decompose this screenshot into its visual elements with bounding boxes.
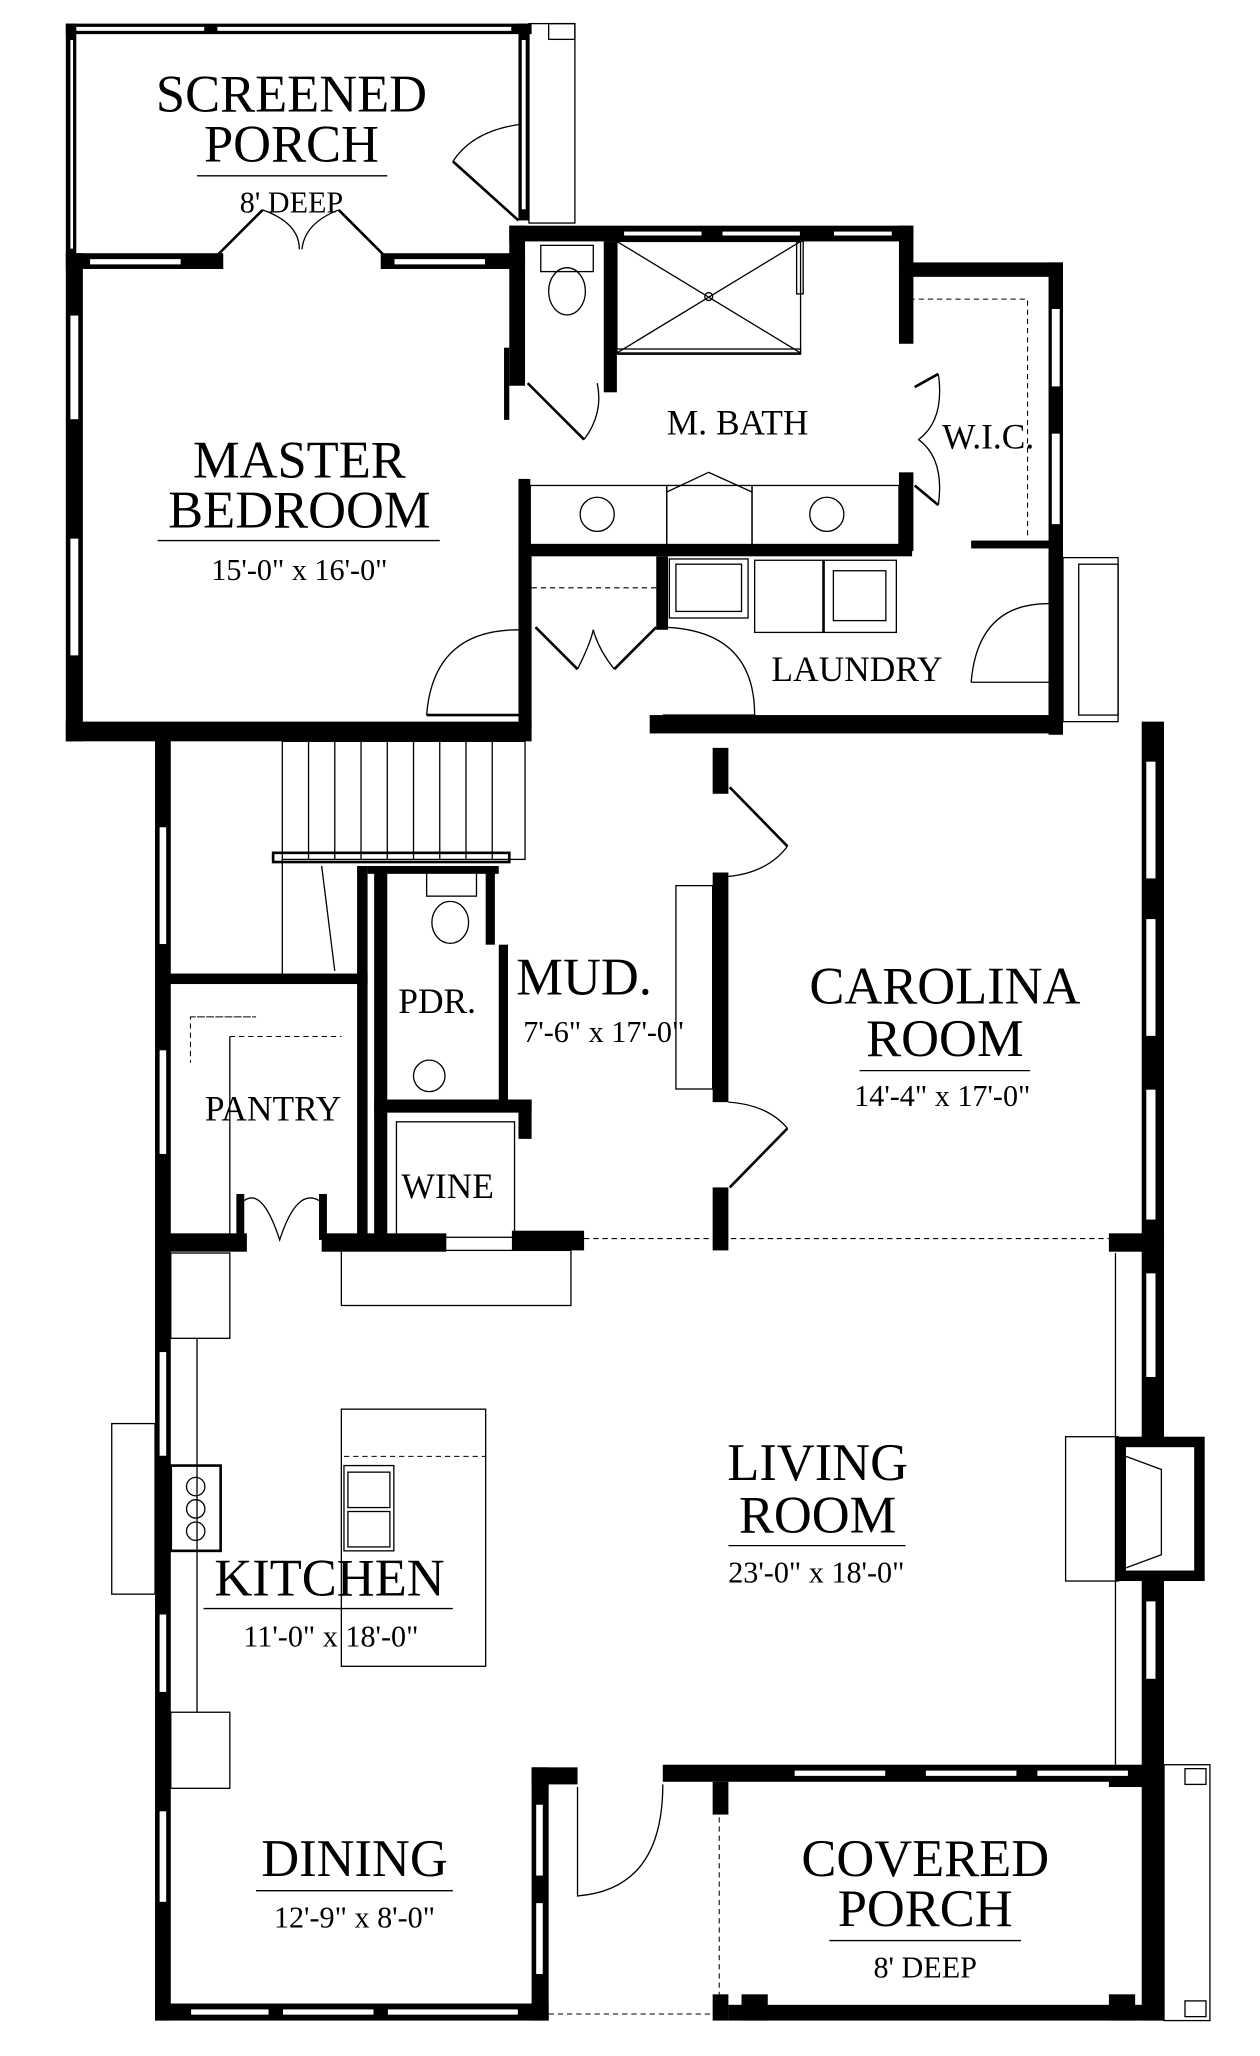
covered-porch-label: COVERED PORCH 8' DEEP [801,1830,1049,1984]
room-name: LIVING [727,1434,908,1492]
room-name: BEDROOM [168,481,430,539]
master-bedroom-label: MASTER BEDROOM 15'-0" x 16'-0" [157,432,440,587]
pantry-label: PANTRY [205,1089,341,1129]
screened-porch-label: SCREENED PORCH 8' DEEP [156,66,427,220]
living-room-label: LIVING ROOM 23'-0" x 18'-0" [727,1434,908,1589]
powder-label: PDR. [398,981,476,1021]
room-size: 23'-0" x 18'-0" [728,1555,904,1589]
kitchen-label: KITCHEN 11'-0" x 18'-0" [203,1549,453,1654]
master-bath-label: M. BATH [667,402,809,442]
screened-porch-walls [65,22,576,256]
bath-laundry-walls [504,225,1119,735]
room-name: MUD. [516,949,652,1007]
room-name: DINING [261,1830,448,1888]
mud-label: MUD. 7'-6" x 17'-0" [516,949,684,1049]
dining-porch-walls [531,1764,1211,2022]
room-name: COVERED [801,1830,1049,1888]
room-name: ROOM [866,1010,1023,1068]
room-size: 8' DEEP [873,1950,976,1984]
room-size: 8' DEEP [240,186,343,220]
room-size: 14'-4" x 17'-0" [854,1079,1030,1113]
room-size: 12'-9" x 8'-0" [274,1900,435,1934]
interior-walls [168,740,1109,1307]
main-house-walls [155,721,1205,2021]
wic-label: W.I.C. [942,417,1034,457]
kitchen-fixtures [111,1252,487,1789]
dining-label: DINING 12'-9" x 8'-0" [256,1830,453,1934]
room-name: PORCH [204,115,379,173]
room-name: PORCH [838,1880,1013,1938]
room-name: CAROLINA [809,958,1080,1016]
room-name: KITCHEN [214,1549,444,1607]
room-name: SCREENED [156,66,427,124]
carolina-room-label: CAROLINA ROOM 14'-4" x 17'-0" [809,958,1080,1113]
room-name: MASTER [193,432,406,490]
room-name: ROOM [739,1486,896,1544]
room-size: 15'-0" x 16'-0" [211,553,387,587]
laundry-label: LAUNDRY [771,649,942,689]
room-size: 11'-0" x 18'-0" [243,1620,418,1654]
room-size: 7'-6" x 17'-0" [523,1015,684,1049]
wine-label: WINE [401,1166,493,1206]
master-bedroom-walls [65,209,532,742]
